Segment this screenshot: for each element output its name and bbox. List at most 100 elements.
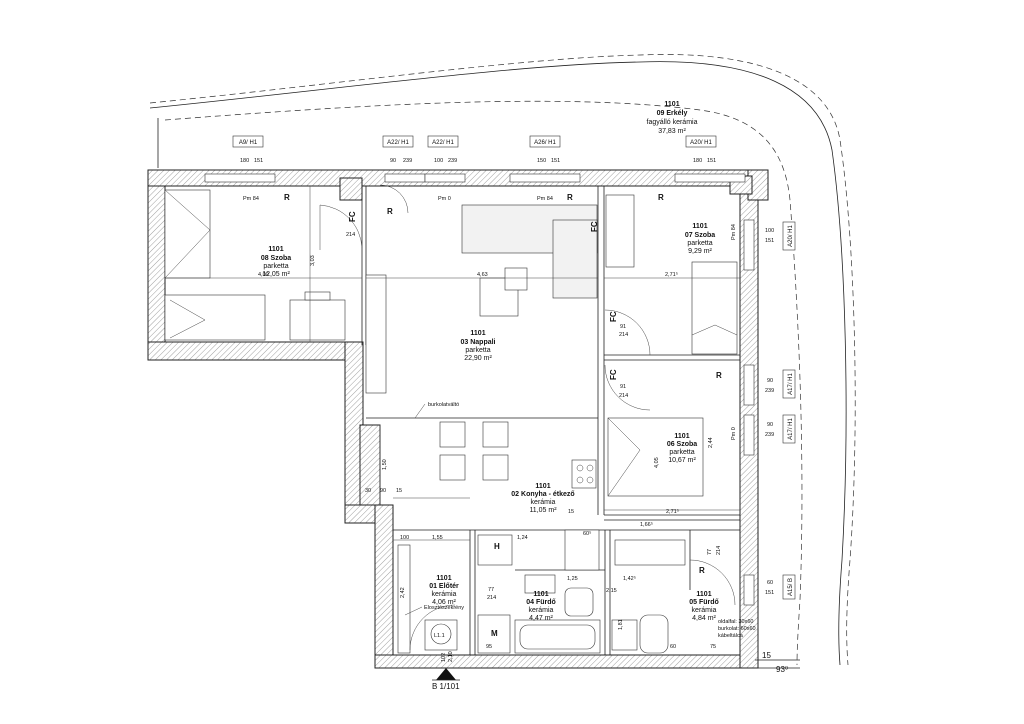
tag-a22a: A22/ H1 [387, 140, 409, 146]
svg-text:15: 15 [762, 651, 771, 660]
tag-a15: A15/ B [788, 578, 794, 596]
svg-text:150: 150 [537, 158, 546, 164]
svg-text:parketta: parketta [263, 263, 288, 270]
svg-text:03 Nappali: 03 Nappali [460, 339, 495, 346]
svg-text:91: 91 [620, 324, 626, 330]
svg-text:Pm 84: Pm 84 [731, 224, 737, 240]
svg-text:burkolat: 60x60: burkolat: 60x60 [718, 626, 756, 632]
svg-text:1101: 1101 [664, 101, 679, 108]
svg-text:Pm 84: Pm 84 [537, 196, 553, 202]
r-mark-1: R [284, 193, 290, 202]
section-marker: B 1/101 [432, 668, 460, 691]
tag-a9: A9/ H1 [239, 140, 258, 146]
svg-text:151: 151 [765, 238, 774, 244]
svg-text:180: 180 [240, 158, 249, 164]
svg-text:11,05 m²: 11,05 m² [529, 507, 557, 514]
svg-text:1,55: 1,55 [432, 535, 443, 541]
svg-text:75: 75 [710, 644, 716, 650]
svg-text:05 Fürdő: 05 Fürdő [689, 599, 719, 606]
svg-text:4,06 m²: 4,06 m² [432, 599, 456, 606]
svg-text:22,90 m²: 22,90 m² [464, 355, 492, 362]
svg-text:77: 77 [488, 587, 494, 593]
svg-text:151: 151 [765, 590, 774, 596]
svg-text:1101: 1101 [533, 591, 548, 598]
room-label-07: 1101 07 Szoba parketta 9,29 m² [685, 223, 715, 255]
fc-mark-06: FC [609, 369, 618, 380]
svg-text:239: 239 [448, 158, 457, 164]
fc-mark-08: FC [348, 211, 357, 222]
svg-text:09 Erkély: 09 Erkély [657, 110, 688, 117]
tag-a17a: A17/ H1 [788, 373, 794, 395]
svg-text:95: 95 [486, 644, 492, 650]
svg-text:1,25: 1,25 [567, 576, 578, 582]
room-label-balcony: 1101 09 Erkély fagyálló kerámia 37,83 m² [647, 101, 698, 135]
room-label-01: 1101 01 Előtér kerámia 4,06 m² [429, 575, 459, 606]
svg-text:2,10: 2,10 [448, 651, 454, 662]
svg-text:fagyálló kerámia: fagyálló kerámia [647, 119, 698, 126]
svg-text:4,00: 4,00 [258, 272, 269, 278]
svg-text:Pm 0: Pm 0 [731, 427, 737, 440]
svg-text:9,29 m²: 9,29 m² [688, 248, 712, 255]
svg-text:214: 214 [487, 595, 496, 601]
level-marker: 15 93⁰ [755, 651, 800, 674]
r-mark-3: R [567, 193, 573, 202]
r-mark-5: R [716, 371, 722, 380]
svg-text:kerámia: kerámia [529, 607, 554, 614]
room-label-03: 1101 03 Nappali parketta 22,90 m² [460, 330, 495, 362]
svg-text:214: 214 [716, 546, 722, 555]
svg-text:1101: 1101 [696, 591, 711, 598]
r-mark-2: R [387, 207, 393, 216]
svg-text:15: 15 [568, 509, 574, 515]
svg-text:102: 102 [441, 653, 447, 662]
svg-text:77: 77 [707, 549, 713, 555]
svg-text:parketta: parketta [669, 449, 694, 456]
svg-text:02 Konyha - étkező: 02 Konyha - étkező [511, 491, 574, 498]
tag-a17b: A17/ H1 [788, 418, 794, 440]
svg-text:B 1/101: B 1/101 [432, 682, 460, 691]
door-swings [319, 184, 736, 651]
room-label-08: 1101 08 Szoba parketta 12,05 m² [261, 246, 291, 278]
side-window-tags: A20/ H1 100 151 A17/ H1 90 239 A17/ H1 9… [765, 221, 796, 600]
svg-text:2,71⁵: 2,71⁵ [665, 271, 678, 278]
dimension-lines [165, 186, 740, 541]
top-windows [204, 173, 755, 606]
svg-text:kerámia: kerámia [692, 607, 717, 614]
svg-text:1101: 1101 [268, 246, 283, 253]
svg-text:oldalfal: 30x60: oldalfal: 30x60 [718, 619, 753, 625]
svg-text:4,63: 4,63 [477, 272, 488, 278]
elosztoszekreny-label: Elosztószekrény [424, 605, 464, 611]
svg-text:Pm 84: Pm 84 [243, 196, 259, 202]
svg-text:15: 15 [396, 488, 402, 494]
svg-text:kerámia: kerámia [432, 591, 457, 598]
svg-text:239: 239 [765, 388, 774, 394]
svg-text:60⁵: 60⁵ [583, 530, 591, 537]
window-tags: A9/ H1 180 151 A22/ H1 90 239 A22/ H1 10… [232, 135, 717, 164]
svg-text:90: 90 [767, 422, 773, 428]
svg-text:1,50: 1,50 [382, 459, 388, 470]
r-mark-4: R [658, 193, 664, 202]
svg-text:1101: 1101 [674, 433, 689, 440]
svg-text:60: 60 [670, 644, 676, 650]
furniture [164, 189, 738, 654]
svg-text:08 Szoba: 08 Szoba [261, 255, 291, 262]
svg-text:1,24: 1,24 [517, 535, 528, 541]
svg-text:2,15: 2,15 [606, 588, 617, 594]
svg-text:parketta: parketta [465, 347, 490, 354]
room-label-06: 1101 06 Szoba parketta 10,67 m² [667, 433, 697, 464]
svg-text:10,67 m²: 10,67 m² [668, 457, 696, 464]
room-label-02: 1101 02 Konyha - étkező kerámia 11,05 m² [511, 483, 574, 514]
svg-text:214: 214 [619, 332, 628, 338]
svg-text:239: 239 [403, 158, 412, 164]
svg-text:214: 214 [346, 232, 355, 238]
svg-text:4,84 m²: 4,84 m² [692, 615, 716, 622]
svg-text:07 Szoba: 07 Szoba [685, 232, 715, 239]
svg-text:100: 100 [765, 228, 774, 234]
svg-text:151: 151 [707, 158, 716, 164]
svg-text:1101: 1101 [436, 575, 451, 582]
svg-text:4,47 m²: 4,47 m² [529, 615, 553, 622]
svg-text:93⁰: 93⁰ [776, 665, 788, 674]
room-label-04: 1101 04 Fürdő kerámia 4,47 m² [526, 591, 556, 622]
balcony-outline [149, 54, 856, 666]
tag-a22b: A22/ H1 [432, 140, 454, 146]
svg-text:30: 30 [365, 488, 371, 494]
